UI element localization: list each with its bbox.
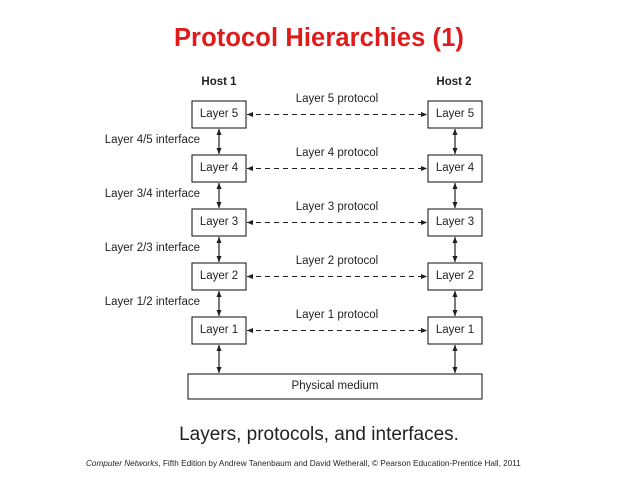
protocol-arrows [246,111,428,334]
interface-label-2-3: Layer 2/3 interface [104,242,200,254]
host-1-layer-2-box[interactable]: Layer 2 [199,270,239,282]
host-2-layer-5-box[interactable]: Layer 5 [435,108,475,120]
physical-medium-box [187,373,483,400]
host-2-layer-3-box[interactable]: Layer 3 [435,216,475,228]
credit-rest: , Fifth Edition by Andrew Tanenbaum and … [158,459,521,468]
interface-label-3-4: Layer 3/4 interface [104,188,200,200]
host-1-label: Host 1 [201,76,237,88]
protocol-label-layer-2: Layer 2 protocol [295,255,379,267]
diagram-graphics [187,100,483,400]
protocol-hierarchy-diagram: Host 1 Host 2 Layer 5 Layer 4 Layer 3 La… [104,76,483,400]
source-credit: Computer Networks, Fifth Edition by Andr… [86,459,586,468]
protocol-label-layer-5: Layer 5 protocol [295,93,379,105]
protocol-label-layer-3: Layer 3 protocol [295,201,379,213]
credit-work-title: Computer Networks [86,459,159,468]
protocol-label-layer-4: Layer 4 protocol [295,147,379,159]
host-2-layer-1-box[interactable]: Layer 1 [435,324,475,336]
slide-caption: Layers, protocols, and interfaces. [179,424,459,445]
host-2-label: Host 2 [436,76,472,88]
physical-medium-label: Physical medium [291,380,379,392]
host-1-layer-1-box[interactable]: Layer 1 [199,324,239,336]
host-2-layer-4-box[interactable]: Layer 4 [435,162,475,174]
host-2-layer-boxes [427,100,483,345]
host-1-layer-3-box[interactable]: Layer 3 [199,216,239,228]
interface-label-4-5: Layer 4/5 interface [104,134,200,146]
page-title: Protocol Hierarchies (1) [173,24,465,52]
interface-label-1-2: Layer 1/2 interface [104,296,200,308]
host-1-layer-boxes [191,100,247,345]
host-1-layer-4-box[interactable]: Layer 4 [199,162,239,174]
host-2-layer-2-box[interactable]: Layer 2 [435,270,475,282]
host-1-layer-5-box[interactable]: Layer 5 [199,108,239,120]
protocol-label-layer-1: Layer 1 protocol [295,309,379,321]
